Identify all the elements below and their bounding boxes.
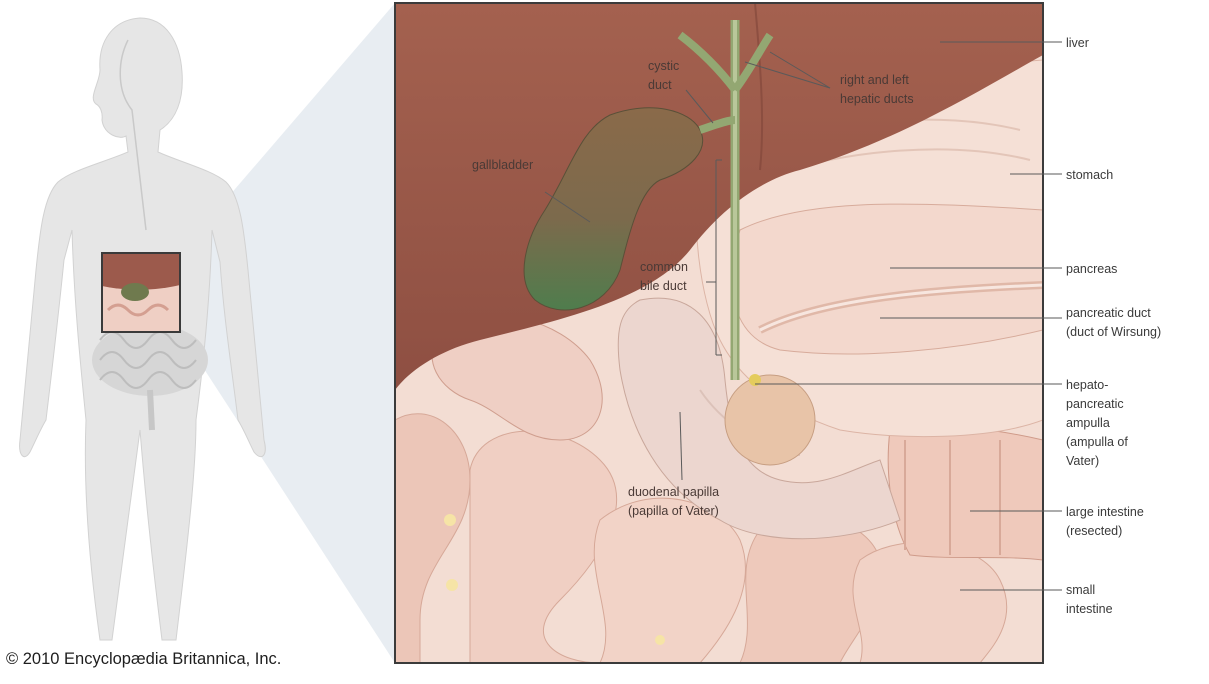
label-small-intestine: small intestine	[1066, 581, 1113, 619]
label-stomach: stomach	[1066, 168, 1113, 182]
label-large-intestine: large intestine (resected)	[1066, 503, 1144, 541]
zoom-wedge	[180, 3, 395, 663]
label-liver: liver	[1066, 36, 1089, 50]
label-duodenal-papilla: duodenal papilla (papilla of Vater)	[628, 483, 719, 521]
copyright-notice: © 2010 Encyclopædia Britannica, Inc.	[6, 650, 281, 669]
label-cystic-duct: cystic duct	[648, 57, 679, 95]
large-intestine-shape	[888, 426, 1043, 560]
label-gallbladder: gallbladder	[472, 156, 533, 175]
pancreas-shape	[732, 204, 1043, 354]
label-common-bile-duct: common bile duct	[640, 258, 688, 296]
label-right-left-hepatic-ducts: right and left hepatic ducts	[840, 71, 914, 109]
label-pancreatic-duct: pancreatic duct (duct of Wirsung)	[1066, 304, 1161, 342]
inset-box	[102, 253, 180, 332]
detail-panel	[395, 3, 1043, 663]
label-hepatopancreatic-ampulla: hepato- pancreatic ampulla (ampulla of V…	[1066, 376, 1128, 471]
label-pancreas: pancreas	[1066, 262, 1117, 276]
